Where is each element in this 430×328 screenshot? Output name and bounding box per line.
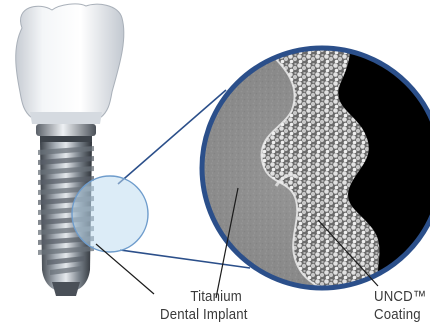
coating-label: UNCD™ Coating xyxy=(374,288,426,324)
abutment-collar xyxy=(36,124,96,142)
crown xyxy=(16,4,124,124)
implant-label-line1: Titanium xyxy=(160,288,248,306)
coating-label-line2: Coating xyxy=(374,306,426,324)
implant-label-line2: Dental Implant xyxy=(160,306,248,324)
magnifier-lens xyxy=(72,176,148,252)
coating-label-line1: UNCD™ xyxy=(374,288,426,306)
implant-label: Titanium Dental Implant xyxy=(160,288,248,324)
